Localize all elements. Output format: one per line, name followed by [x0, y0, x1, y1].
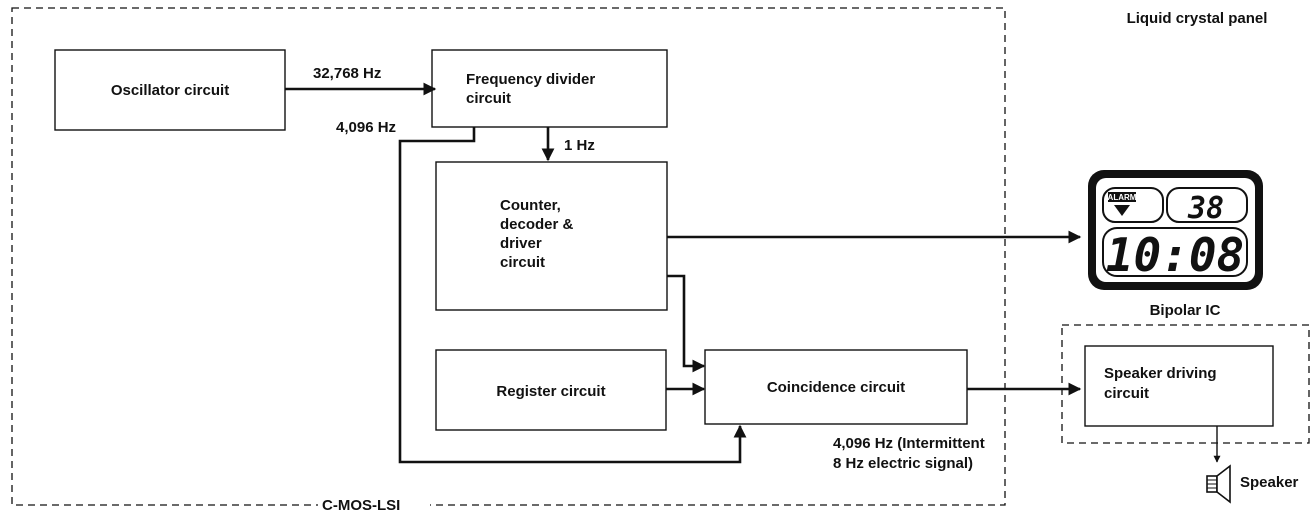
oscillator-label: Oscillator circuit — [111, 82, 229, 99]
cmos-lsi-label: C-MOS-LSI — [322, 497, 400, 514]
speaker-label: Speaker — [1240, 474, 1299, 491]
register-label: Register circuit — [496, 383, 605, 400]
speaker-driving-label-line1: Speaker driving — [1104, 365, 1217, 382]
wire-4096hz-to-coincidence — [398, 127, 747, 464]
counter-label-line1: Counter, — [500, 197, 561, 214]
lcd-panel-title: Liquid crystal panel — [1127, 10, 1268, 27]
bipolar-ic-boundary — [1061, 324, 1310, 444]
coincidence-circuit-block — [704, 349, 968, 425]
lcd-seconds-value: 38 — [1187, 191, 1224, 226]
lcd-time-segment — [1102, 227, 1248, 277]
coincidence-output-label-line1: 4,096 Hz (Intermittent — [833, 435, 985, 452]
coincidence-label: Coincidence circuit — [767, 379, 905, 396]
counter-label-line2: decoder & — [500, 216, 574, 233]
signal-4096hz-label: 4,096 Hz — [336, 119, 396, 136]
lcd-alarm-text: ALARM — [1108, 193, 1137, 202]
wire-counter-to-coincidence — [667, 274, 706, 373]
coincidence-output-label-line2: 8 Hz electric signal) — [833, 455, 973, 472]
oscillator-circuit-block — [54, 49, 286, 131]
register-circuit-block — [435, 349, 667, 431]
counter-label-line4: circuit — [500, 254, 545, 271]
divider-label-line1: Frequency divider — [466, 71, 595, 88]
speaker-icon — [1206, 464, 1231, 504]
signal-1hz-label: 1 Hz — [564, 137, 595, 154]
frequency-divider-block — [431, 49, 668, 128]
counter-decoder-driver-block — [435, 161, 668, 311]
speaker-driving-label-line2: circuit — [1104, 385, 1149, 402]
lcd-alarm-bell-icon — [1114, 205, 1130, 216]
divider-label-line2: circuit — [466, 90, 511, 107]
cmos-lsi-boundary — [11, 7, 1006, 506]
signal-32768hz-label: 32,768 Hz — [313, 65, 381, 82]
lcd-time-value: 10:08 — [1106, 228, 1244, 282]
lcd-panel: ALARM 38 10:08 — [1088, 170, 1263, 290]
bipolar-ic-label: Bipolar IC — [1150, 302, 1221, 319]
lcd-seconds-segment — [1166, 187, 1248, 223]
counter-label-line3: driver — [500, 235, 542, 252]
speaker-driving-circuit-block — [1084, 345, 1274, 427]
